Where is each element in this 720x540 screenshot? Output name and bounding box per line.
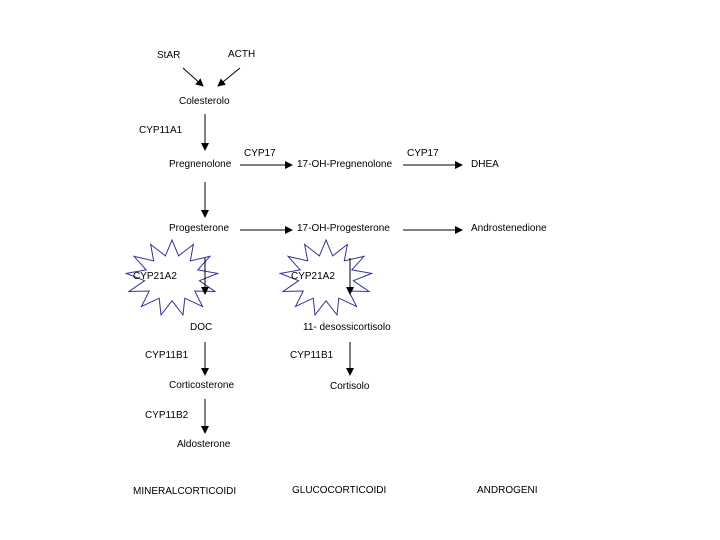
molecule-dhea: DHEA [471,159,499,170]
molecule-colesterolo: Colesterolo [179,96,230,107]
molecule-pregnenolone: Pregnenolone [169,159,232,170]
label-acth: ACTH [228,49,256,60]
enzyme-cyp11b2: CYP11B2 [145,410,189,421]
molecule-corticosterone: Corticosterone [169,380,235,391]
enzyme-cyp11b1-right: CYP11B1 [290,350,334,361]
label-star: StAR [157,50,181,61]
enzyme-cyp17-second: CYP17 [407,148,439,159]
molecule-cortisolo: Cortisolo [330,381,370,392]
molecule-11-desossicortisolo: 11- desossicortisolo [303,322,391,333]
enzyme-cyp21a2-left: CYP21A2 [133,271,177,282]
molecule-aldosterone: Aldosterone [177,439,231,450]
enzyme-cyp11a1: CYP11A1 [139,125,183,136]
enzyme-cyp21a2-right: CYP21A2 [291,271,335,282]
molecule-17-oh-pregnenolone: 17-OH-Pregnenolone [297,159,393,170]
category-androgeni: ANDROGENI [477,485,538,496]
molecule-androstenedione: Androstenedione [471,223,547,234]
starburst-left [124,238,220,317]
molecule-17-oh-progesterone: 17-OH-Progesterone [297,223,390,234]
arrow-acth-colesterolo [217,67,241,87]
enzyme-cyp17-first: CYP17 [244,148,276,159]
starburst-right [278,238,374,317]
enzyme-cyp11b1-left: CYP11B1 [145,350,189,361]
arrow-star-colesterolo [182,67,204,87]
category-mineralcorticoidi: MINERALCORTICOIDI [133,486,237,497]
molecule-progesterone: Progesterone [169,223,230,234]
molecule-doc: DOC [190,322,213,333]
category-glucocorticoidi: GLUCOCORTICOIDI [292,485,387,496]
